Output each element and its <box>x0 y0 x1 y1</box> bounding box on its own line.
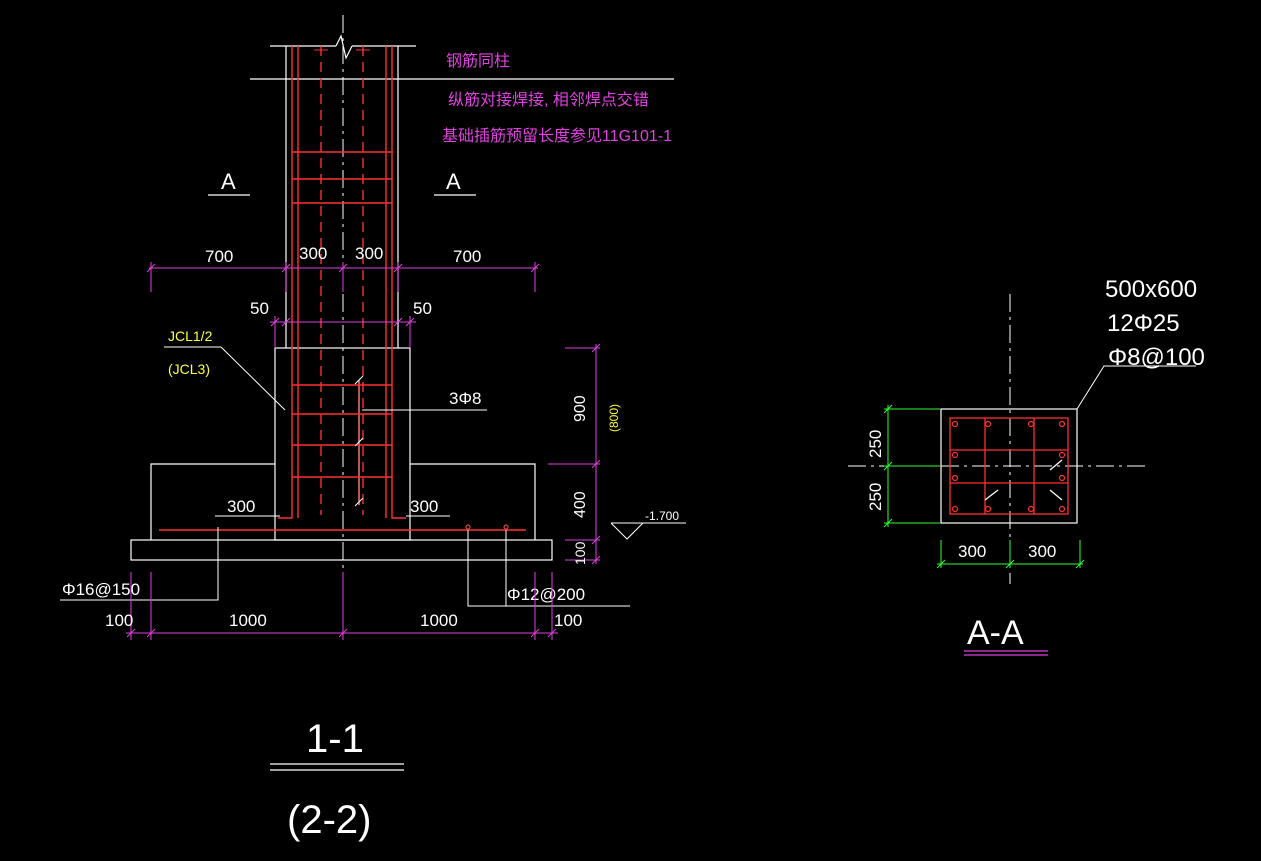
dim-300-left: 300 <box>299 244 327 263</box>
beam-label-secondary: (JCL3) <box>168 361 210 377</box>
aa-title: A-A <box>964 614 1048 656</box>
dim-800-alt: (800) <box>607 404 621 432</box>
section-cut-marks: A A <box>208 169 476 196</box>
footing-outline <box>130 347 553 561</box>
dim-100: 100 <box>572 541 588 565</box>
bottom-bar-dots <box>465 524 509 530</box>
dim-bottom-1000-right: 1000 <box>420 611 458 630</box>
beam-label: JCL1/2 (JCL3) <box>164 328 286 411</box>
dim-700-left: 700 <box>205 247 233 266</box>
elevation-value: -1.700 <box>645 509 679 523</box>
top-dimension <box>146 262 540 348</box>
column-outline <box>250 34 674 348</box>
aa-dim-300-right: 300 <box>1028 542 1056 561</box>
bottom-rebar-labels: Φ16@150 Φ12@200 <box>60 527 630 607</box>
dim-50-right: 50 <box>413 299 432 318</box>
aa-size-label: 500x600 <box>1105 276 1197 303</box>
aa-title-text: A-A <box>967 614 1024 652</box>
stirrup-label-text: 3Φ8 <box>449 389 481 408</box>
aa-vertical-dims <box>883 404 940 528</box>
aa-labels: 500x600 12Φ25 Φ8@100 <box>1076 276 1205 410</box>
aa-column-outline <box>940 408 1078 524</box>
dim-inner-300-right: 300 <box>410 497 438 516</box>
aa-dim-300-left: 300 <box>958 542 986 561</box>
bottom-dimension <box>126 572 558 640</box>
aa-stirrups <box>949 417 1069 515</box>
section-mark-left: A <box>221 169 236 194</box>
section-1-1: 钢筋同柱 纵筋对接焊接, 相邻焊点交错 基础插筋预留长度参见11G101-1 A… <box>60 15 686 842</box>
aa-dim-250-bottom: 250 <box>866 483 885 511</box>
dim-inner-300-left: 300 <box>227 497 255 516</box>
rebar-label-bottom-right: Φ12@200 <box>507 585 585 604</box>
section-mark-right: A <box>446 169 461 194</box>
elevation-marker: -1.700 <box>610 509 686 540</box>
dim-bottom-100-left: 100 <box>105 611 133 630</box>
section-title-alt: (2-2) <box>287 798 371 842</box>
top-dimension-text: 700 300 300 700 50 50 <box>205 244 481 318</box>
aa-dim-250-top: 250 <box>866 430 885 458</box>
section-title-1-1: 1-1 (2-2) <box>270 717 404 842</box>
rebar-label-bottom-left: Φ16@150 <box>62 580 140 599</box>
dim-900: 900 <box>572 395 589 422</box>
dim-300-right: 300 <box>355 244 383 263</box>
side-dimension <box>548 343 601 565</box>
aa-main-bars-label: 12Φ25 <box>1107 310 1180 337</box>
dim-bottom-1000-left: 1000 <box>229 611 267 630</box>
section-a-a: 500x600 12Φ25 Φ8@100 250 250 300 300 <box>848 276 1205 656</box>
dim-50-left: 50 <box>250 299 269 318</box>
column-rebar <box>159 46 526 531</box>
dim-bottom-100-right: 100 <box>554 611 582 630</box>
note-line-1: 钢筋同柱 <box>446 52 510 70</box>
inner-dims: 300 300 <box>215 497 450 517</box>
beam-label-primary: JCL1/2 <box>168 328 213 344</box>
note-line-2: 纵筋对接焊接, 相邻焊点交错 <box>448 91 649 109</box>
stirrup-label: 3Φ8 <box>362 389 487 411</box>
rebar-ticks <box>314 49 370 507</box>
aa-stirrups-label: Φ8@100 <box>1108 344 1205 371</box>
section-title-main: 1-1 <box>306 717 364 761</box>
side-dimension-text: 900 (800) 400 100 <box>572 395 621 565</box>
note-line-3: 基础插筋预留长度参见11G101-1 <box>442 127 672 145</box>
dim-700-right: 700 <box>453 247 481 266</box>
column-notes: 钢筋同柱 纵筋对接焊接, 相邻焊点交错 基础插筋预留长度参见11G101-1 <box>442 52 672 145</box>
dim-400: 400 <box>572 491 589 518</box>
aa-longitudinal-bars <box>951 420 1066 513</box>
aa-horizontal-dims <box>936 540 1085 569</box>
bottom-dimension-text: 100 1000 1000 100 <box>105 611 582 630</box>
